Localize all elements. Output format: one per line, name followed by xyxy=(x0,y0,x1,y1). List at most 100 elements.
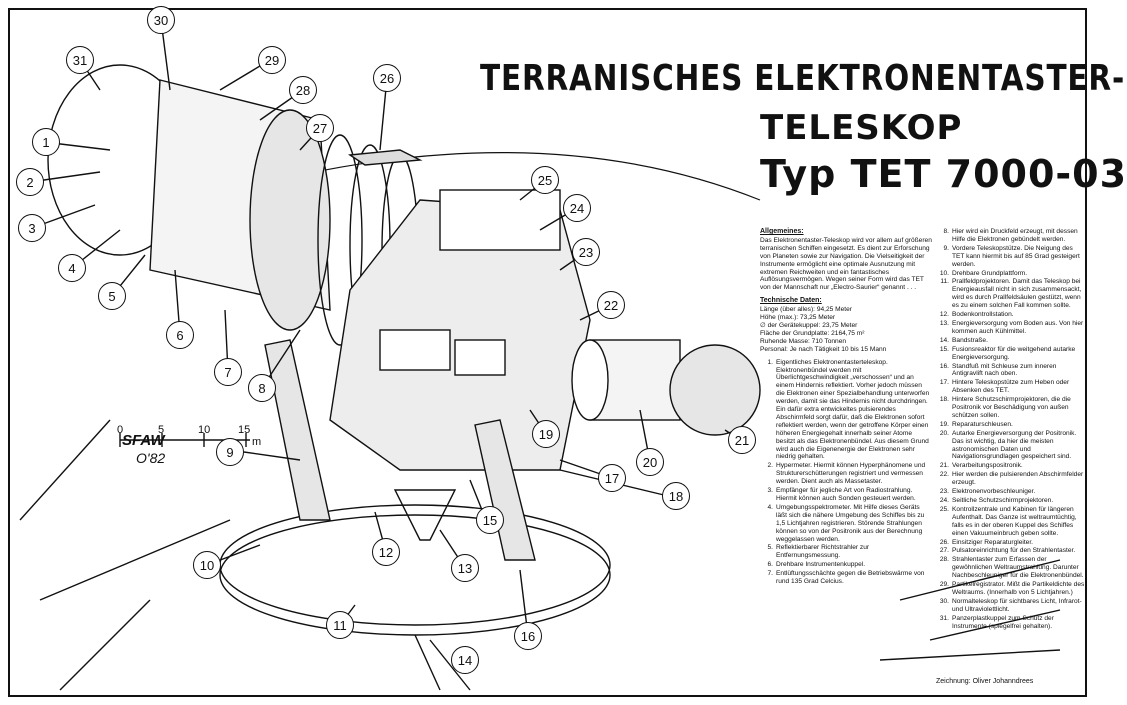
legend-text: Reflektierbarer Richtstrahler zur Entfer… xyxy=(776,544,870,560)
legend-text: Elektronenvorbeschleuniger. xyxy=(952,488,1036,496)
legend-item: 22.Hier werden die pulsierenden Abschirm… xyxy=(936,471,1086,487)
legend-number: 11. xyxy=(940,278,949,286)
legend-number: 4. xyxy=(767,503,774,511)
title-line-2: TELESKOP xyxy=(760,108,963,148)
legend-list-2: 8.Hier wird ein Druckfeld erzeugt, mit d… xyxy=(936,228,1086,631)
callout-7: 7 xyxy=(214,358,242,386)
legend-number: 20. xyxy=(939,429,949,437)
legend-item: 9.Vordere Teleskopstütze. Die Neigung de… xyxy=(936,245,1086,269)
legend-item: 17.Hintere Teleskopstütze zum Heben oder… xyxy=(936,379,1086,395)
legend-text: Strahlentaster zum Erfassen der gewöhnli… xyxy=(952,556,1084,580)
legend-text: Vordere Teleskopstütze. Die Neigung des … xyxy=(952,244,1080,268)
callout-3: 3 xyxy=(18,214,46,242)
scale-bar xyxy=(119,433,250,447)
legend-item: 1.Eigentliches Elektronentasterteleskop.… xyxy=(760,359,932,462)
callout-15: 15 xyxy=(476,506,504,534)
legend-list-1: 1.Eigentliches Elektronentasterteleskop.… xyxy=(760,359,932,586)
page: TERRANISCHES ELEKTRONENTASTER- TELESKOP … xyxy=(8,6,1127,697)
sphere-21 xyxy=(669,344,761,436)
legend-number: 31. xyxy=(939,614,949,622)
text-column-1: Allgemeines: Das Elektronentaster-Telesk… xyxy=(760,228,932,587)
legend-text: Entlüftungsschächte gegen die Betriebswä… xyxy=(776,570,925,586)
callout-30: 30 xyxy=(147,6,175,34)
legend-text: Hier werden die pulsierenden Abschirmfel… xyxy=(952,471,1084,487)
callout-1: 1 xyxy=(32,128,60,156)
legend-text: Drehbare Instrumentenkuppel. xyxy=(776,561,866,569)
legend-number: 13. xyxy=(939,319,949,327)
legend-item: 23.Elektronenvorbeschleuniger. xyxy=(936,488,1086,496)
legend-number: 28. xyxy=(939,556,949,564)
legend-text: Hintere Schutzschirmprojektoren, die die… xyxy=(952,396,1071,419)
legend-text: Eigentliches Elektronentasterteleskop. E… xyxy=(776,358,930,461)
general-heading: Allgemeines: xyxy=(760,228,804,235)
legend-item: 12.Bodenkontrollstation. xyxy=(936,311,1086,319)
callout-17: 17 xyxy=(598,464,626,492)
legend-number: 9. xyxy=(943,244,950,252)
callout-28: 28 xyxy=(289,76,317,104)
repair-glider xyxy=(347,149,423,166)
legend-number: 24. xyxy=(939,497,949,504)
legend-item: 2.Hypermeter. Hiermit können Hyperphänom… xyxy=(760,462,932,486)
callout-25: 25 xyxy=(531,166,559,194)
front-leg xyxy=(264,339,331,521)
callout-9: 9 xyxy=(216,438,244,466)
legend-item: 27.Pulsatoreinrichtung für den Strahlent… xyxy=(936,547,1086,555)
legend-number: 16. xyxy=(939,362,949,370)
callout-31: 31 xyxy=(66,46,94,74)
legend-item: 11.Prallfeldprojektoren. Damit das Teles… xyxy=(936,278,1086,310)
legend-item: 29.Partikelregistrator. Mißt die Partike… xyxy=(936,581,1086,597)
legend-number: 12. xyxy=(939,311,949,319)
legend-number: 2. xyxy=(767,462,774,470)
legend-text: Verarbeitungspositronik. xyxy=(952,462,1023,470)
text-column-2: 8.Hier wird ein Druckfeld erzeugt, mit d… xyxy=(936,228,1086,632)
callout-6: 6 xyxy=(166,321,194,349)
legend-item: 25.Kontrollzentrale und Kabinen für läng… xyxy=(936,506,1086,538)
legend-number: 7. xyxy=(767,570,774,578)
legend-number: 23. xyxy=(939,488,949,496)
legend-item: 24.Seitliche Schutzschirmprojektoren. xyxy=(936,497,1086,505)
legend-number: 5. xyxy=(767,544,774,552)
tech-heading: Technische Daten: xyxy=(760,297,822,305)
legend-number: 25. xyxy=(939,505,949,513)
callout-12: 12 xyxy=(372,538,400,566)
legend-text: Energieversorgung vom Boden aus. Von hie… xyxy=(952,319,1084,335)
legend-text: Autarke Energieversorgung der Positronik… xyxy=(952,429,1077,461)
callout-14: 14 xyxy=(451,646,479,674)
legend-text: Pulsatoreinrichtung für den Strahlentast… xyxy=(952,547,1076,555)
callout-8: 8 xyxy=(248,374,276,402)
legend-text: Drehbare Grundplattform. xyxy=(952,269,1028,277)
control-center xyxy=(439,189,561,251)
callout-19: 19 xyxy=(532,420,560,448)
base-platform xyxy=(219,504,611,626)
border-frame xyxy=(8,8,1087,697)
callout-29: 29 xyxy=(258,46,286,74)
legend-number: 18. xyxy=(939,396,949,404)
legend-item: 14.Bandstraße. xyxy=(936,337,1086,345)
legend-item: 31.Panzerplastkuppel zum Schutz der Inst… xyxy=(936,615,1086,631)
legend-item: 6.Drehbare Instrumentenkuppel. xyxy=(760,561,932,569)
legend-item: 30.Normalteleskop für sichtbares Licht, … xyxy=(936,598,1086,614)
scale-tick-15: 15 xyxy=(238,424,251,436)
general-text: Das Elektronentaster-Teleskop wird vor a… xyxy=(760,236,932,292)
legend-number: 1. xyxy=(767,358,774,366)
title-line-1: TERRANISCHES ELEKTRONENTASTER- xyxy=(480,58,1126,99)
legend-item: 21.Verarbeitungspositronik. xyxy=(936,462,1086,470)
legend-item: 4.Umgebungsspektrometer. Mit Hilfe diese… xyxy=(760,504,932,544)
legend-item: 5.Reflektierbarer Richtstrahler zur Entf… xyxy=(760,544,932,560)
legend-text: Seitliche Schutzschirmprojektoren. xyxy=(952,497,1054,504)
callout-10: 10 xyxy=(193,551,221,579)
callout-18: 18 xyxy=(662,482,690,510)
legend-number: 10. xyxy=(939,269,949,277)
callout-22: 22 xyxy=(597,291,625,319)
callout-23: 23 xyxy=(572,238,600,266)
legend-number: 17. xyxy=(939,379,949,387)
legend-text: Hintere Teleskopstütze zum Heben oder Ab… xyxy=(952,379,1070,395)
legend-number: 3. xyxy=(767,487,774,495)
legend-item: 16.Standfuß mit Schleuse zum inneren Ant… xyxy=(936,363,1086,379)
legend-text: Reparaturschleusen. xyxy=(952,420,1013,428)
legend-number: 15. xyxy=(939,345,949,353)
callout-4: 4 xyxy=(58,254,86,282)
legend-text: Prallfeldprojektoren. Damit das Teleskop… xyxy=(952,278,1082,310)
artist-signature: SFAW xyxy=(122,432,165,449)
tech-row: Fläche der Grundplatte: 2164,75 m² xyxy=(760,329,865,337)
